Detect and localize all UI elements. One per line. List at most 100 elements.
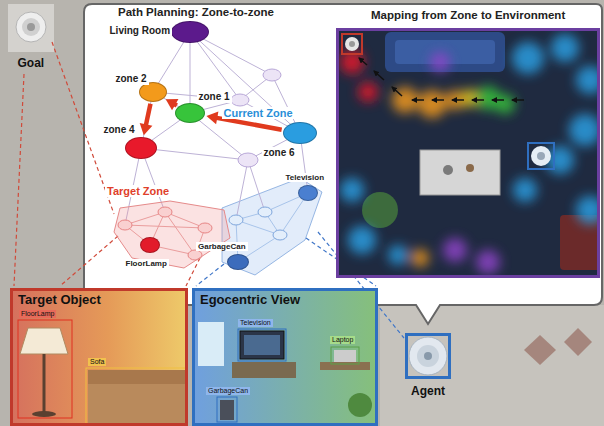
detection-tag: FloorLamp: [19, 310, 56, 318]
egocentric-photo: [192, 288, 378, 426]
detection-tag: Television: [238, 319, 273, 327]
map-illustration-part: [537, 152, 545, 160]
egocentric-photo-part: [348, 393, 372, 417]
map-illustration-part-part: [359, 58, 367, 65]
blue-zone-region: [222, 178, 322, 275]
egocentric-panel: Egocentric View: [192, 288, 378, 426]
room-backdrop-part: [564, 328, 592, 356]
goal-icon-part: [16, 12, 46, 42]
target-object-photo-part: [18, 320, 72, 418]
agent-icon: [409, 337, 447, 375]
agent-icon-part: [424, 352, 432, 360]
egocentric-photo-part: [331, 347, 359, 364]
map-illustration-part: [385, 32, 505, 72]
node-label: zone 1: [197, 91, 232, 103]
agent-box: Agent: [405, 333, 451, 379]
target-object-photo: [10, 288, 188, 426]
map-panel: Mapping from Zone to Environment: [336, 28, 600, 278]
egocentric-photo-part: [217, 397, 237, 422]
map-illustration-part-part: [418, 90, 446, 118]
graph-links-part: [190, 32, 240, 100]
goal-icon-part: [8, 4, 54, 52]
target-object-photo-part: [10, 288, 188, 426]
zone-node: zone 4: [125, 137, 157, 159]
goal-icon: [8, 4, 54, 52]
map-illustration-part-part: [512, 99, 524, 101]
zone-node: zone 2: [139, 82, 167, 102]
pale-graph-nodes-part: [258, 207, 272, 217]
map-illustration-part: [528, 143, 554, 169]
node-label: zone 6: [262, 147, 297, 159]
node-label: GarbageCan: [196, 242, 248, 251]
node-label: Mapping from Zone to Environment: [369, 9, 567, 22]
zone-node: Living Room: [171, 21, 209, 43]
map-illustration-part: [466, 164, 474, 172]
map-illustration-part-part: [495, 94, 515, 114]
map-illustration-part-part: [392, 87, 402, 96]
agent-icon-part: [409, 337, 447, 375]
object-node: Television: [298, 185, 318, 201]
object-node: GarbageCan: [227, 254, 249, 270]
node-label: Egocentric View: [198, 293, 302, 308]
map-illustration-part: [420, 150, 500, 195]
map-illustration: [338, 30, 598, 276]
flow-arrow: [140, 104, 153, 135]
zone-node: Current Zonezone 6: [283, 122, 317, 144]
leader-lines-part: [196, 264, 224, 286]
graph-links-part: [236, 160, 248, 220]
node-label: FloorLamp: [124, 259, 169, 268]
goal-icon-part: [22, 18, 40, 36]
map-illustration-part-part: [472, 99, 484, 101]
egocentric-photo-part: [320, 362, 370, 370]
map-illustration-part-part: [340, 178, 364, 202]
object-node: FloorLamp: [140, 237, 160, 253]
map-illustration-part-part: [551, 34, 579, 62]
arrow-head: [140, 123, 153, 135]
egocentric-photo-part: [240, 331, 284, 359]
map-illustration-part: [345, 37, 359, 51]
map-illustration-part-part: [374, 71, 384, 80]
leader-lines-part: [14, 74, 24, 286]
detection-tag: Sofa: [88, 358, 106, 366]
map-illustration-part: [349, 41, 355, 47]
graph-links-part: [190, 32, 300, 133]
egocentric-photo-part: [198, 322, 224, 366]
map-illustration-part: [342, 34, 362, 54]
map-illustration-part-part: [388, 245, 408, 265]
pale-graph-nodes-part: [229, 215, 243, 225]
map-illustration-part-part: [452, 99, 464, 101]
goal-icon-part: [27, 23, 35, 31]
pale-graph-nodes-part: [238, 153, 258, 167]
node-label: Target Object: [16, 293, 103, 308]
node-label: Agent: [409, 385, 447, 399]
room-backdrop-part: [524, 335, 556, 365]
graph-links-part: [141, 148, 248, 160]
map-illustration-part-part: [445, 90, 465, 110]
target-object-photo-part: [86, 368, 187, 425]
map-illustration-part: [362, 192, 398, 228]
egocentric-photo-part: [220, 400, 234, 420]
egocentric-photo-part: [244, 335, 280, 355]
map-illustration-part-part: [512, 42, 544, 74]
graph-links-part: [248, 160, 265, 212]
target-zone-region: Target ZoneFloorLamp: [112, 198, 232, 270]
target-object-panel: Target Object: [10, 288, 188, 426]
node-label: Goal: [16, 57, 47, 71]
map-illustration-part-part: [576, 196, 598, 224]
target-object-photo-part: [32, 411, 56, 417]
map-illustration-part-part: [348, 226, 376, 254]
map-illustration-part: [531, 146, 551, 166]
panel-title: Path Planning: Zone-to-zone: [116, 6, 276, 19]
graph-links-part: [190, 32, 191, 113]
map-illustration-part: [443, 165, 453, 175]
arrow-head: [206, 112, 218, 125]
map-illustration-part-part: [569, 114, 598, 146]
target-object-photo-part: [88, 380, 188, 426]
egocentric-photo-part: [232, 362, 296, 378]
egocentric-photo-part: [238, 329, 286, 361]
room-backdrop-part: [380, 305, 604, 426]
map-illustration-part-part: [476, 250, 500, 274]
map-illustration-part: [338, 30, 598, 276]
